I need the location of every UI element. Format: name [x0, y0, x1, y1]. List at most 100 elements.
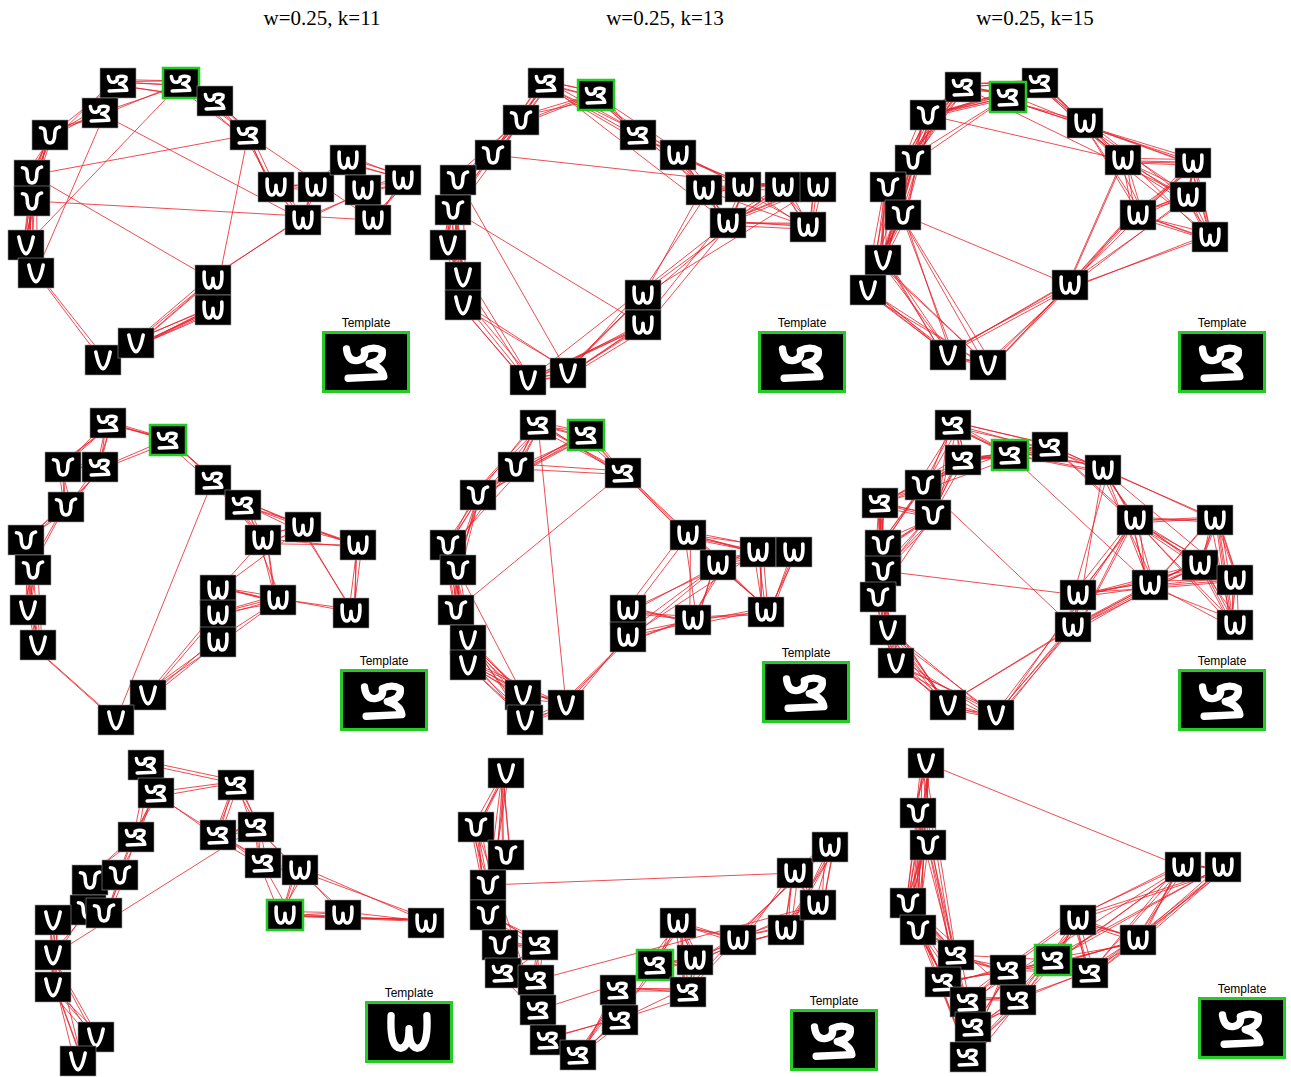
digit-thumbnail — [1052, 270, 1088, 300]
digit-glyph — [493, 966, 511, 981]
digit-thumbnail — [35, 905, 71, 935]
digit-thumbnail — [35, 972, 71, 1002]
digit-thumbnail — [82, 98, 118, 128]
digit-thumbnail — [15, 555, 51, 585]
digit-glyph — [254, 532, 272, 548]
digit-thumbnail — [710, 208, 746, 238]
digit-thumbnail — [150, 425, 186, 455]
graph-edge — [951, 630, 1070, 702]
thumbnail-frame — [102, 860, 138, 890]
digit-glyph — [19, 237, 33, 254]
thumbnail-frame — [610, 595, 646, 625]
thumbnail-frame — [385, 165, 421, 195]
digit-glyph — [628, 128, 646, 143]
digit-glyph — [499, 765, 513, 782]
digit-glyph — [1094, 462, 1112, 478]
thumbnail-frame — [18, 258, 54, 288]
thumbnail-frame — [118, 328, 154, 358]
digit-thumbnail — [60, 1046, 96, 1076]
thumbnail-frame — [625, 280, 661, 310]
thumbnail-frame — [285, 205, 321, 235]
digit-glyph — [209, 634, 227, 650]
thumbnail-frame — [163, 68, 199, 98]
digit-thumbnail — [440, 555, 476, 585]
digit-glyph — [267, 179, 285, 195]
digit-thumbnail — [510, 365, 546, 395]
thumbnail-frame — [865, 530, 901, 560]
digit-thumbnail — [905, 470, 941, 500]
thumbnail-frame — [675, 605, 711, 635]
digit-glyph — [576, 428, 594, 443]
digit-glyph — [903, 152, 922, 168]
digit-glyph — [40, 127, 59, 143]
digit-thumbnail — [118, 822, 154, 852]
digit-glyph — [774, 179, 792, 195]
digit-thumbnail — [910, 100, 946, 130]
graph-edge — [926, 763, 1183, 867]
digit-thumbnail — [670, 520, 706, 550]
thumbnail-frame — [45, 452, 81, 482]
digit-glyph — [339, 152, 357, 168]
graph-edge — [1070, 237, 1207, 287]
thumbnail-frame — [285, 512, 321, 542]
digit-thumbnail — [1217, 610, 1253, 640]
digit-glyph — [171, 76, 189, 91]
thumbnail-frame — [748, 597, 784, 627]
thumbnail-frame — [670, 520, 706, 550]
thumbnail-frame — [230, 120, 266, 150]
thumbnail-frame — [878, 648, 914, 678]
digit-glyph — [749, 544, 767, 560]
thumbnail-frame — [8, 525, 44, 555]
digit-glyph — [354, 182, 372, 198]
thumbnail-frame — [930, 340, 966, 370]
thumbnail-frame — [458, 812, 494, 842]
digit-glyph — [876, 252, 890, 269]
thumbnail-frame — [910, 100, 946, 130]
digit-thumbnail — [482, 930, 518, 960]
digit-glyph — [364, 212, 382, 228]
digit-thumbnail — [200, 600, 236, 630]
digit-glyph — [46, 912, 60, 929]
digit-glyph — [734, 179, 752, 195]
digit-thumbnail — [1182, 550, 1218, 580]
digit-glyph — [521, 372, 535, 389]
digit-glyph — [141, 687, 155, 704]
digit-thumbnail — [32, 120, 68, 150]
digit-thumbnail — [978, 700, 1014, 730]
digit-glyph — [878, 179, 897, 195]
digit-glyph — [695, 182, 713, 198]
digit-glyph — [586, 88, 604, 103]
digit-thumbnail — [550, 358, 586, 388]
thumbnail-frame — [740, 537, 776, 567]
thumbnail-frame — [625, 310, 661, 340]
digit-glyph — [1061, 277, 1079, 293]
digit-thumbnail — [945, 72, 981, 102]
thumbnail-frame — [238, 812, 274, 842]
thumbnail-frame — [1060, 580, 1096, 610]
digit-thumbnail — [520, 410, 556, 440]
thumbnail-frame — [1120, 200, 1156, 230]
thumbnail-frame — [470, 870, 506, 900]
digit-thumbnail — [686, 175, 722, 205]
digit-glyph — [136, 758, 154, 773]
digit-thumbnail — [915, 500, 951, 530]
digit-thumbnail — [1120, 200, 1156, 230]
thumbnail-frame — [550, 358, 586, 388]
thumbnail-frame — [475, 140, 511, 170]
digit-glyph — [913, 477, 932, 493]
graph-edge — [1103, 470, 1235, 580]
digit-thumbnail — [578, 80, 614, 110]
digit-thumbnail — [865, 556, 901, 586]
thumbnail-frame — [1197, 505, 1233, 535]
thumbnail-frame — [488, 758, 524, 788]
graph-edge — [968, 867, 1183, 1002]
thumbnail-frame — [225, 490, 261, 520]
digit-thumbnail — [458, 812, 494, 842]
thumbnail-frame — [700, 550, 736, 580]
digit-glyph — [276, 907, 294, 923]
digit-glyph — [809, 179, 827, 195]
digit-thumbnail — [8, 230, 44, 260]
digit-glyph — [893, 207, 912, 223]
digit-thumbnail — [725, 172, 761, 202]
